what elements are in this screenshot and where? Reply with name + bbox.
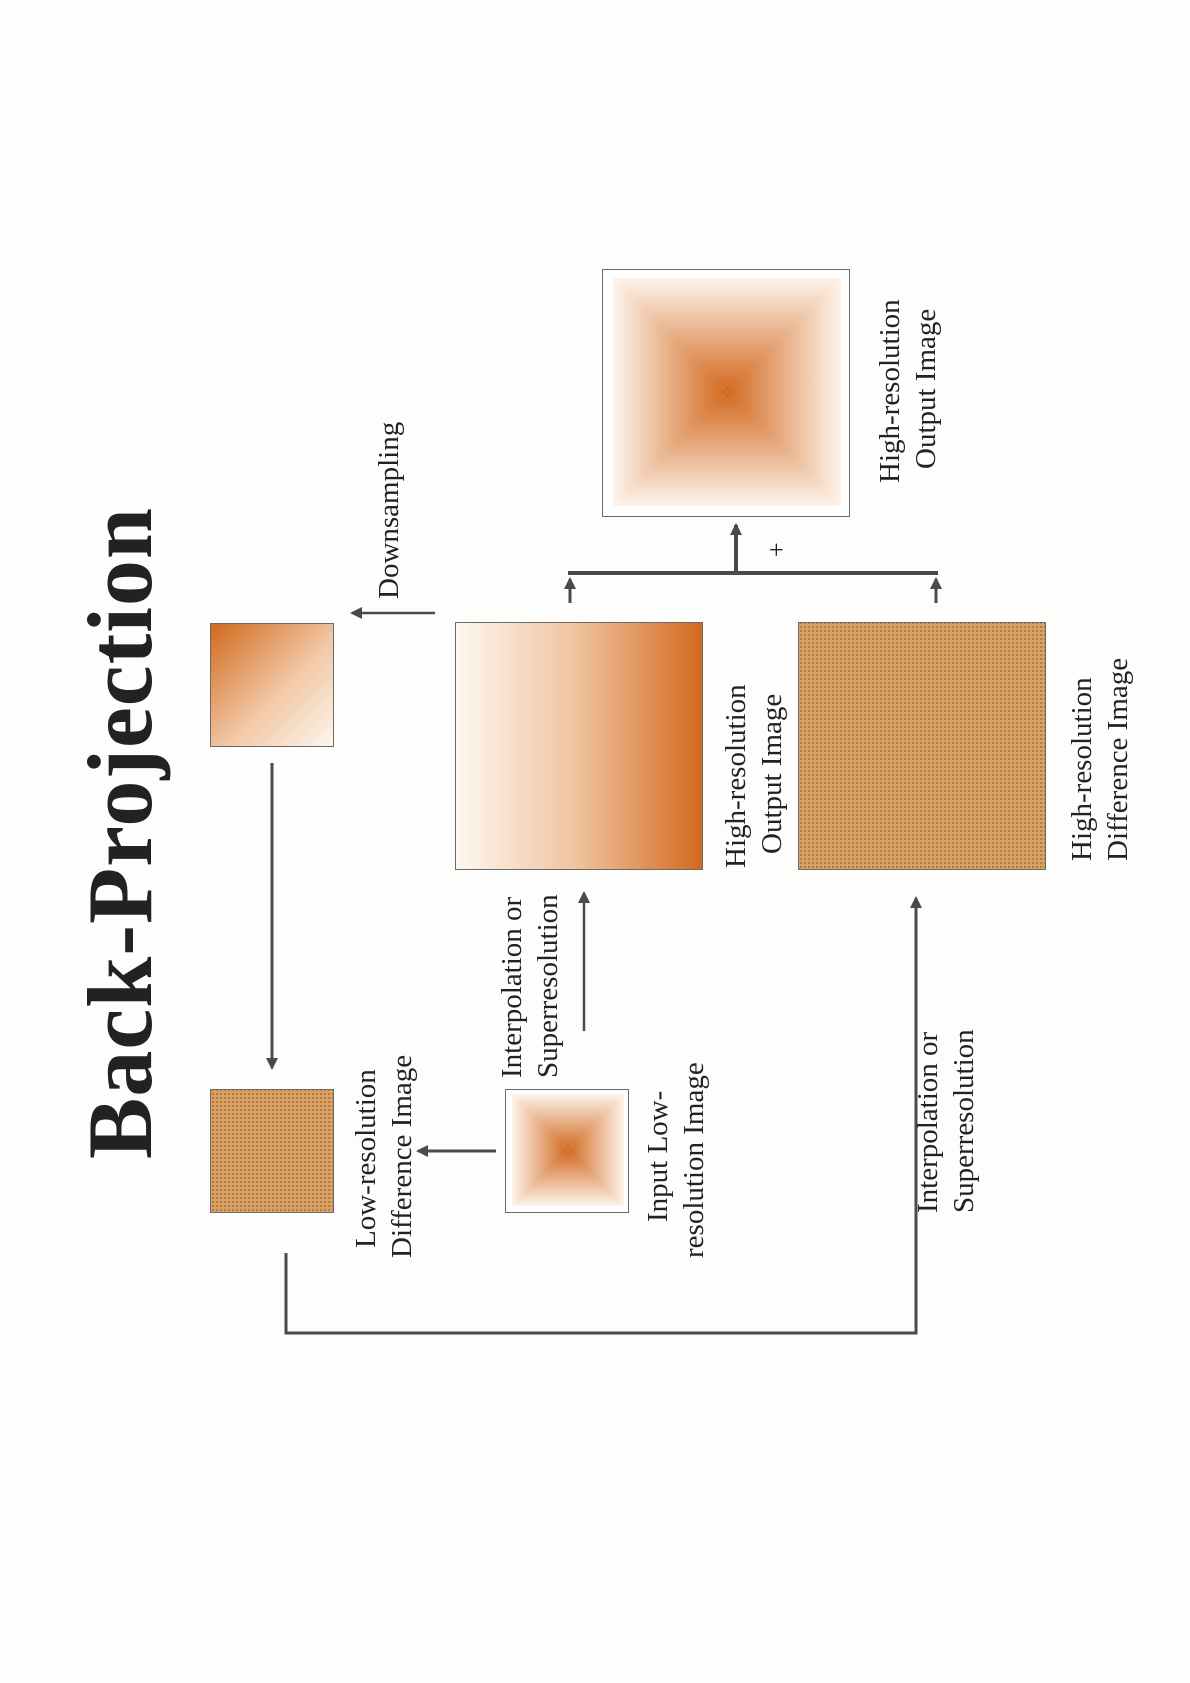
plus-label: +	[762, 542, 791, 557]
interpolation-label-top: Interpolation or Superresolution	[496, 894, 564, 1078]
arrow-icon	[284, 1253, 918, 1367]
input-low-resolution-image	[505, 1089, 629, 1213]
arrow-icon	[284, 896, 922, 1335]
hr-final-output-label: High-resolution Output Image	[874, 299, 942, 483]
interpolation-label-bottom: Interpolation or Superresolution	[912, 1029, 980, 1213]
downsampling-label: Downsampling	[373, 421, 405, 599]
hr-difference-label: High-resolution Difference Image	[1066, 657, 1134, 861]
pyramid-gradient-image	[613, 278, 841, 506]
high-resolution-final-output-image	[602, 269, 850, 517]
pyramid-gradient-image	[512, 1094, 624, 1206]
hr-output-label: High-resolution Output Image	[720, 684, 788, 868]
input-low-resolution-label: Input Low- resolution Image	[642, 1062, 710, 1258]
low-resolution-difference-label: Low-resolution Difference Image	[350, 1054, 418, 1258]
